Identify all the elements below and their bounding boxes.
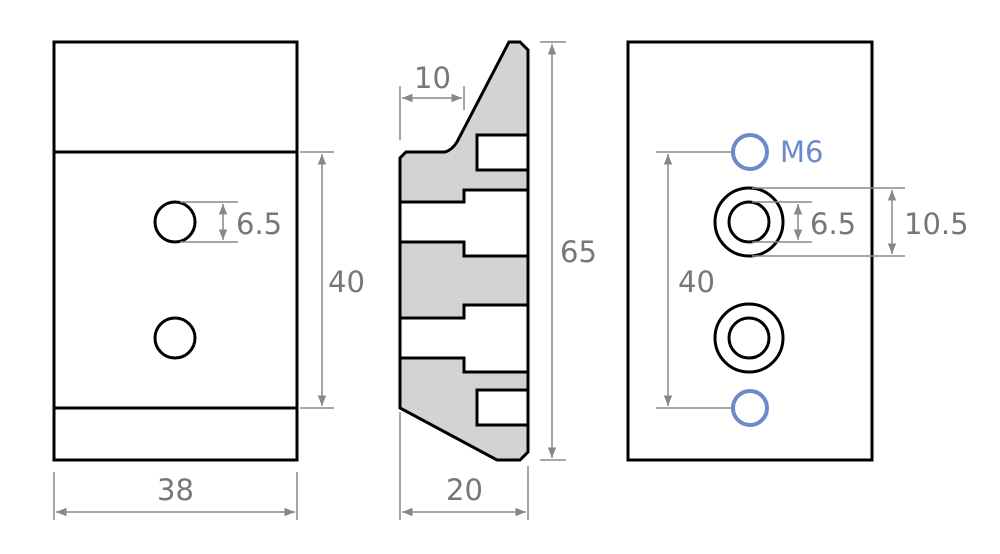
slot-top [475,133,530,172]
front-view: 6.5 40 38 [52,40,365,520]
back-view: M6 40 6.5 10.5 [626,40,969,462]
thread-hole-bottom [731,389,769,427]
front-hole-bottom [153,316,197,360]
back-outline [626,40,874,462]
thread-hole-top [731,133,769,171]
counterbore-inner-bottom [727,316,771,360]
counterbore-outer-top [713,186,785,258]
thread-label: M6 [780,135,823,169]
counterbore-dia-label: 10.5 [904,207,969,241]
front-hole-dia-label: 6.5 [236,207,282,241]
back-spacing-label: 40 [678,265,715,299]
counterbore-outer-bottom [713,302,785,374]
front-hole-top [153,200,197,244]
back-hole-dia-label: 6.5 [810,207,856,241]
front-width-label: 38 [157,473,194,507]
side-view: 10 65 20 [398,40,597,520]
side-height-label: 65 [560,235,597,269]
counterbore-inner-top [727,200,771,244]
front-outline [52,40,299,462]
front-spacing-label: 40 [328,265,365,299]
counterbore-bottom [398,303,530,374]
side-offset-label: 10 [414,61,451,95]
side-depth-label: 20 [446,473,483,507]
counterbore-top [398,188,530,258]
slot-bottom [475,388,530,427]
